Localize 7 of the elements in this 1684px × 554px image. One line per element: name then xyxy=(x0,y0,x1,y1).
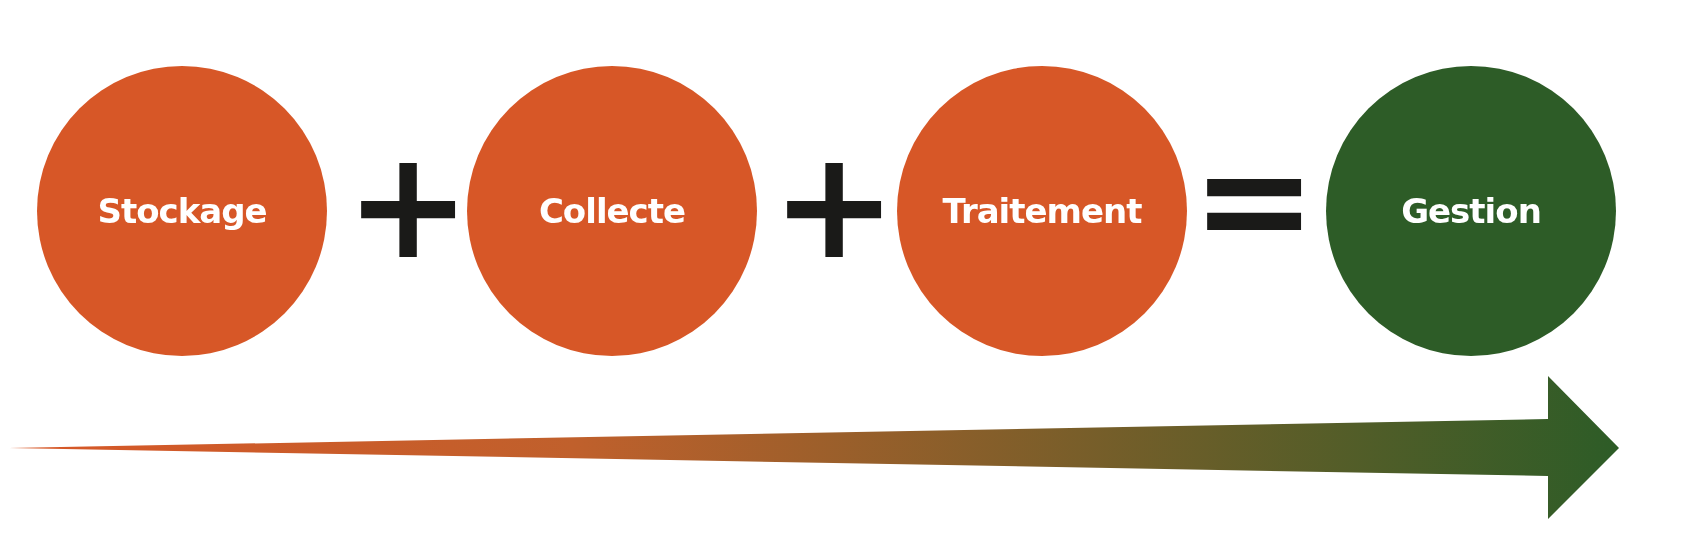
operator-sign: + xyxy=(771,130,897,280)
node-label: Collecte xyxy=(538,191,686,231)
operator-sign: = xyxy=(1191,125,1317,275)
node-label: Gestion xyxy=(1401,191,1541,231)
node-label: Stockage xyxy=(97,191,267,231)
node-label: Traitement xyxy=(942,191,1142,231)
operator-sign: + xyxy=(345,130,471,280)
